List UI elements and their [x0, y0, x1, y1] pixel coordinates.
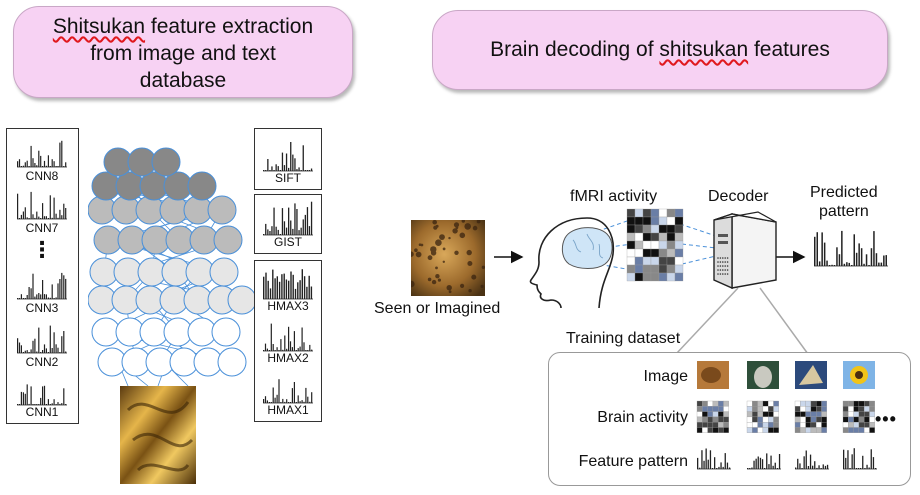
cnn1-label: CNN1 — [25, 405, 59, 419]
image-row-label: Image — [643, 368, 688, 385]
cnn-histograms — [17, 140, 67, 406]
feature-pattern-row-label: Feature pattern — [578, 453, 688, 470]
fmri-activity-label: fMRI activity — [570, 188, 658, 205]
cnn7-label: CNN7 — [25, 221, 59, 235]
extraction-title: Shitsukan feature extraction from image … — [13, 6, 353, 98]
training-dataset-label: Training dataset — [566, 330, 681, 347]
training-feature-histogram-1 — [697, 448, 731, 470]
sift-box: SIFT — [254, 128, 322, 190]
pattern-label: pattern — [819, 203, 869, 220]
gist-box: GIST — [254, 194, 322, 254]
decoding-title: Brain decoding of shitsukan features — [432, 10, 888, 90]
brain-activity-row-label: Brain activity — [597, 409, 688, 426]
seen-or-imagined-label: Seen or Imagined — [374, 300, 501, 317]
hmax3-label: HMAX3 — [267, 299, 309, 313]
cnn-feature-box: CNN8 CNN7 ⋮ CNN3 CNN2 CNN1 — [6, 128, 79, 424]
training-feature-histogram-4 — [843, 448, 877, 470]
sift-label: SIFT — [275, 171, 301, 185]
training-thumbnails — [696, 361, 877, 470]
predicted-pattern-histogram — [814, 230, 888, 267]
training-feature-histogram-2 — [747, 453, 781, 470]
cnn3-label: CNN3 — [25, 301, 59, 315]
decoder-server-icon — [713, 211, 777, 290]
stimulus-image — [411, 220, 485, 296]
gist-label: GIST — [273, 235, 302, 249]
cnn2-label: CNN2 — [25, 355, 59, 369]
shitsukan-word: Shitsukan — [52, 15, 146, 38]
hmax2-label: HMAX2 — [267, 351, 309, 365]
neural-network — [88, 147, 257, 484]
more-samples-ellipsis: ••• — [875, 409, 897, 429]
hmax1-label: HMAX1 — [267, 403, 309, 417]
fmri-voxel-grid — [626, 208, 684, 282]
cnn-ellipsis: ⋮ — [31, 237, 53, 262]
decoder-label: Decoder — [708, 188, 769, 205]
predicted-label: Predicted — [810, 184, 878, 201]
head-icon — [529, 217, 615, 309]
cnn8-label: CNN8 — [25, 169, 59, 183]
training-dataset-table: Image Brain activity Feature pattern ••• — [548, 352, 911, 486]
brain-icon — [561, 227, 613, 269]
shitsukan-word-2: shitsukan — [659, 38, 749, 61]
hmax-box: HMAX3 HMAX2 HMAX1 — [254, 260, 322, 422]
training-feature-histogram-3 — [795, 450, 829, 470]
